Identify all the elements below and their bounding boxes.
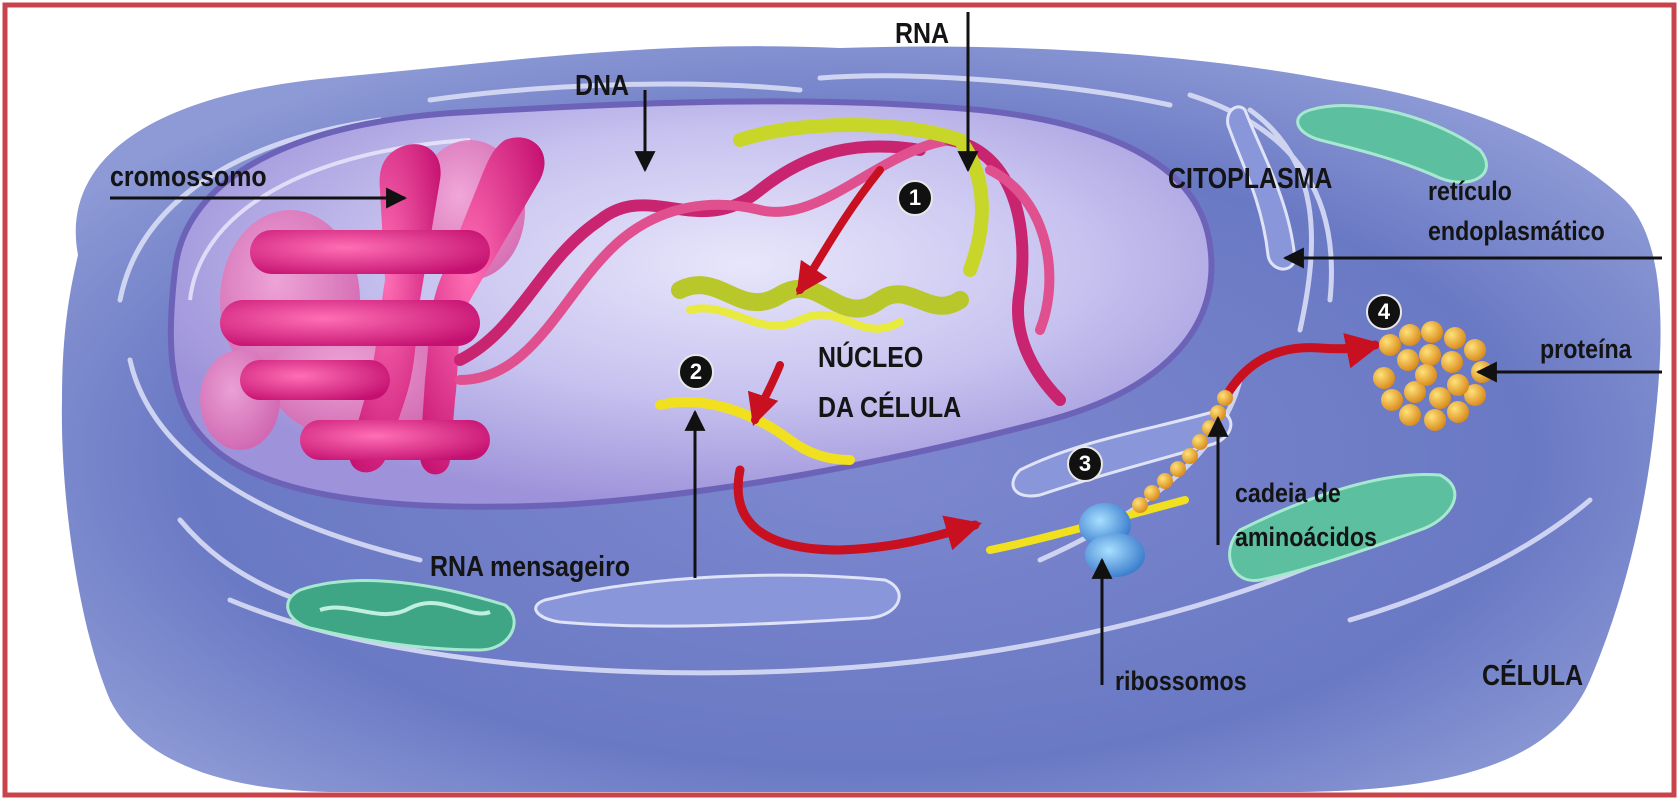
label-cadeia-2: aminoácidos — [1235, 524, 1377, 551]
label-reticulo-1: retículo — [1428, 178, 1512, 205]
label-rna-mensageiro: RNA mensageiro — [430, 553, 630, 582]
label-nucleo-2: DA CÉLULA — [818, 394, 961, 423]
label-nucleo-1: NÚCLEO — [818, 344, 923, 373]
label-cromossomo: cromossomo — [110, 163, 267, 192]
step-marker-1: 1 — [897, 180, 933, 216]
label-cadeia-1: cadeia de — [1235, 480, 1341, 507]
step-marker-2: 2 — [678, 354, 714, 390]
label-rna: RNA — [895, 20, 949, 49]
label-ribossomos: ribossomos — [1115, 668, 1247, 695]
label-proteina: proteína — [1540, 336, 1632, 363]
label-dna: DNA — [575, 72, 629, 101]
label-reticulo-2: endoplasmático — [1428, 218, 1605, 245]
label-celula: CÉLULA — [1482, 662, 1583, 691]
step-marker-4: 4 — [1366, 294, 1402, 330]
step-marker-3: 3 — [1067, 446, 1103, 482]
label-citoplasma: CITOPLASMA — [1168, 165, 1332, 194]
